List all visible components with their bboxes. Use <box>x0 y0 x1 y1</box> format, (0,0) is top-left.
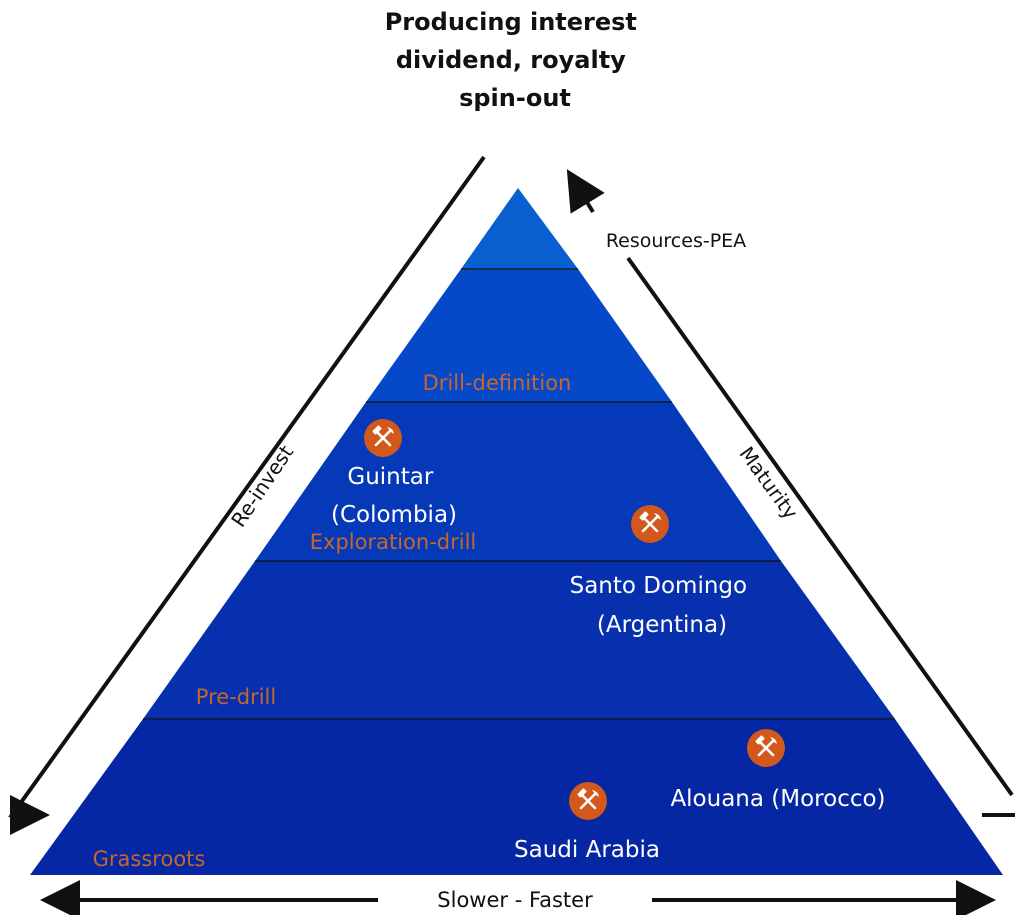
pick-hammer-icon <box>364 419 402 457</box>
top-title-line-1: Producing interest <box>385 8 637 36</box>
tier-dividers <box>143 268 895 720</box>
project-guintar-name: Guintar <box>347 464 433 490</box>
project-label-saudi-arabia: Saudi Arabia <box>514 837 660 863</box>
project-santo-domingo-country: (Argentina) <box>597 612 727 638</box>
top-title: Producing interest dividend, royalty spi… <box>385 8 646 112</box>
top-title-line-2: dividend, royalty <box>396 46 626 74</box>
pick-hammer-icon <box>631 505 669 543</box>
stage-label-resources-pea: Resources-PEA <box>606 230 746 252</box>
project-label-alouana: Alouana (Morocco) <box>670 786 885 812</box>
top-title-line-3: spin-out <box>459 84 571 112</box>
stage-label-exploration-drill: Exploration-drill <box>310 530 476 554</box>
bottom-label: Slower - Faster <box>437 888 593 912</box>
stage-label-drill-definition: Drill-definition <box>423 371 572 395</box>
reinvest-line <box>8 155 486 835</box>
pick-hammer-icon <box>569 782 607 820</box>
pick-hammer-icon <box>747 729 785 767</box>
tier-drill-definition <box>366 269 672 402</box>
project-santo-domingo-name: Santo Domingo <box>570 573 748 599</box>
project-label-guintar: Guintar (Colombia) <box>331 464 457 528</box>
maturity-line <box>626 256 1014 797</box>
tier-resources-pea <box>461 188 578 269</box>
tier-pre-drill <box>143 561 895 719</box>
resources-arrow <box>566 169 605 214</box>
stage-label-pre-drill: Pre-drill <box>196 685 276 709</box>
stage-label-grassroots: Grassroots <box>93 847 206 871</box>
project-guintar-country: (Colombia) <box>331 502 457 528</box>
project-label-santo-domingo: Santo Domingo (Argentina) <box>570 573 755 638</box>
